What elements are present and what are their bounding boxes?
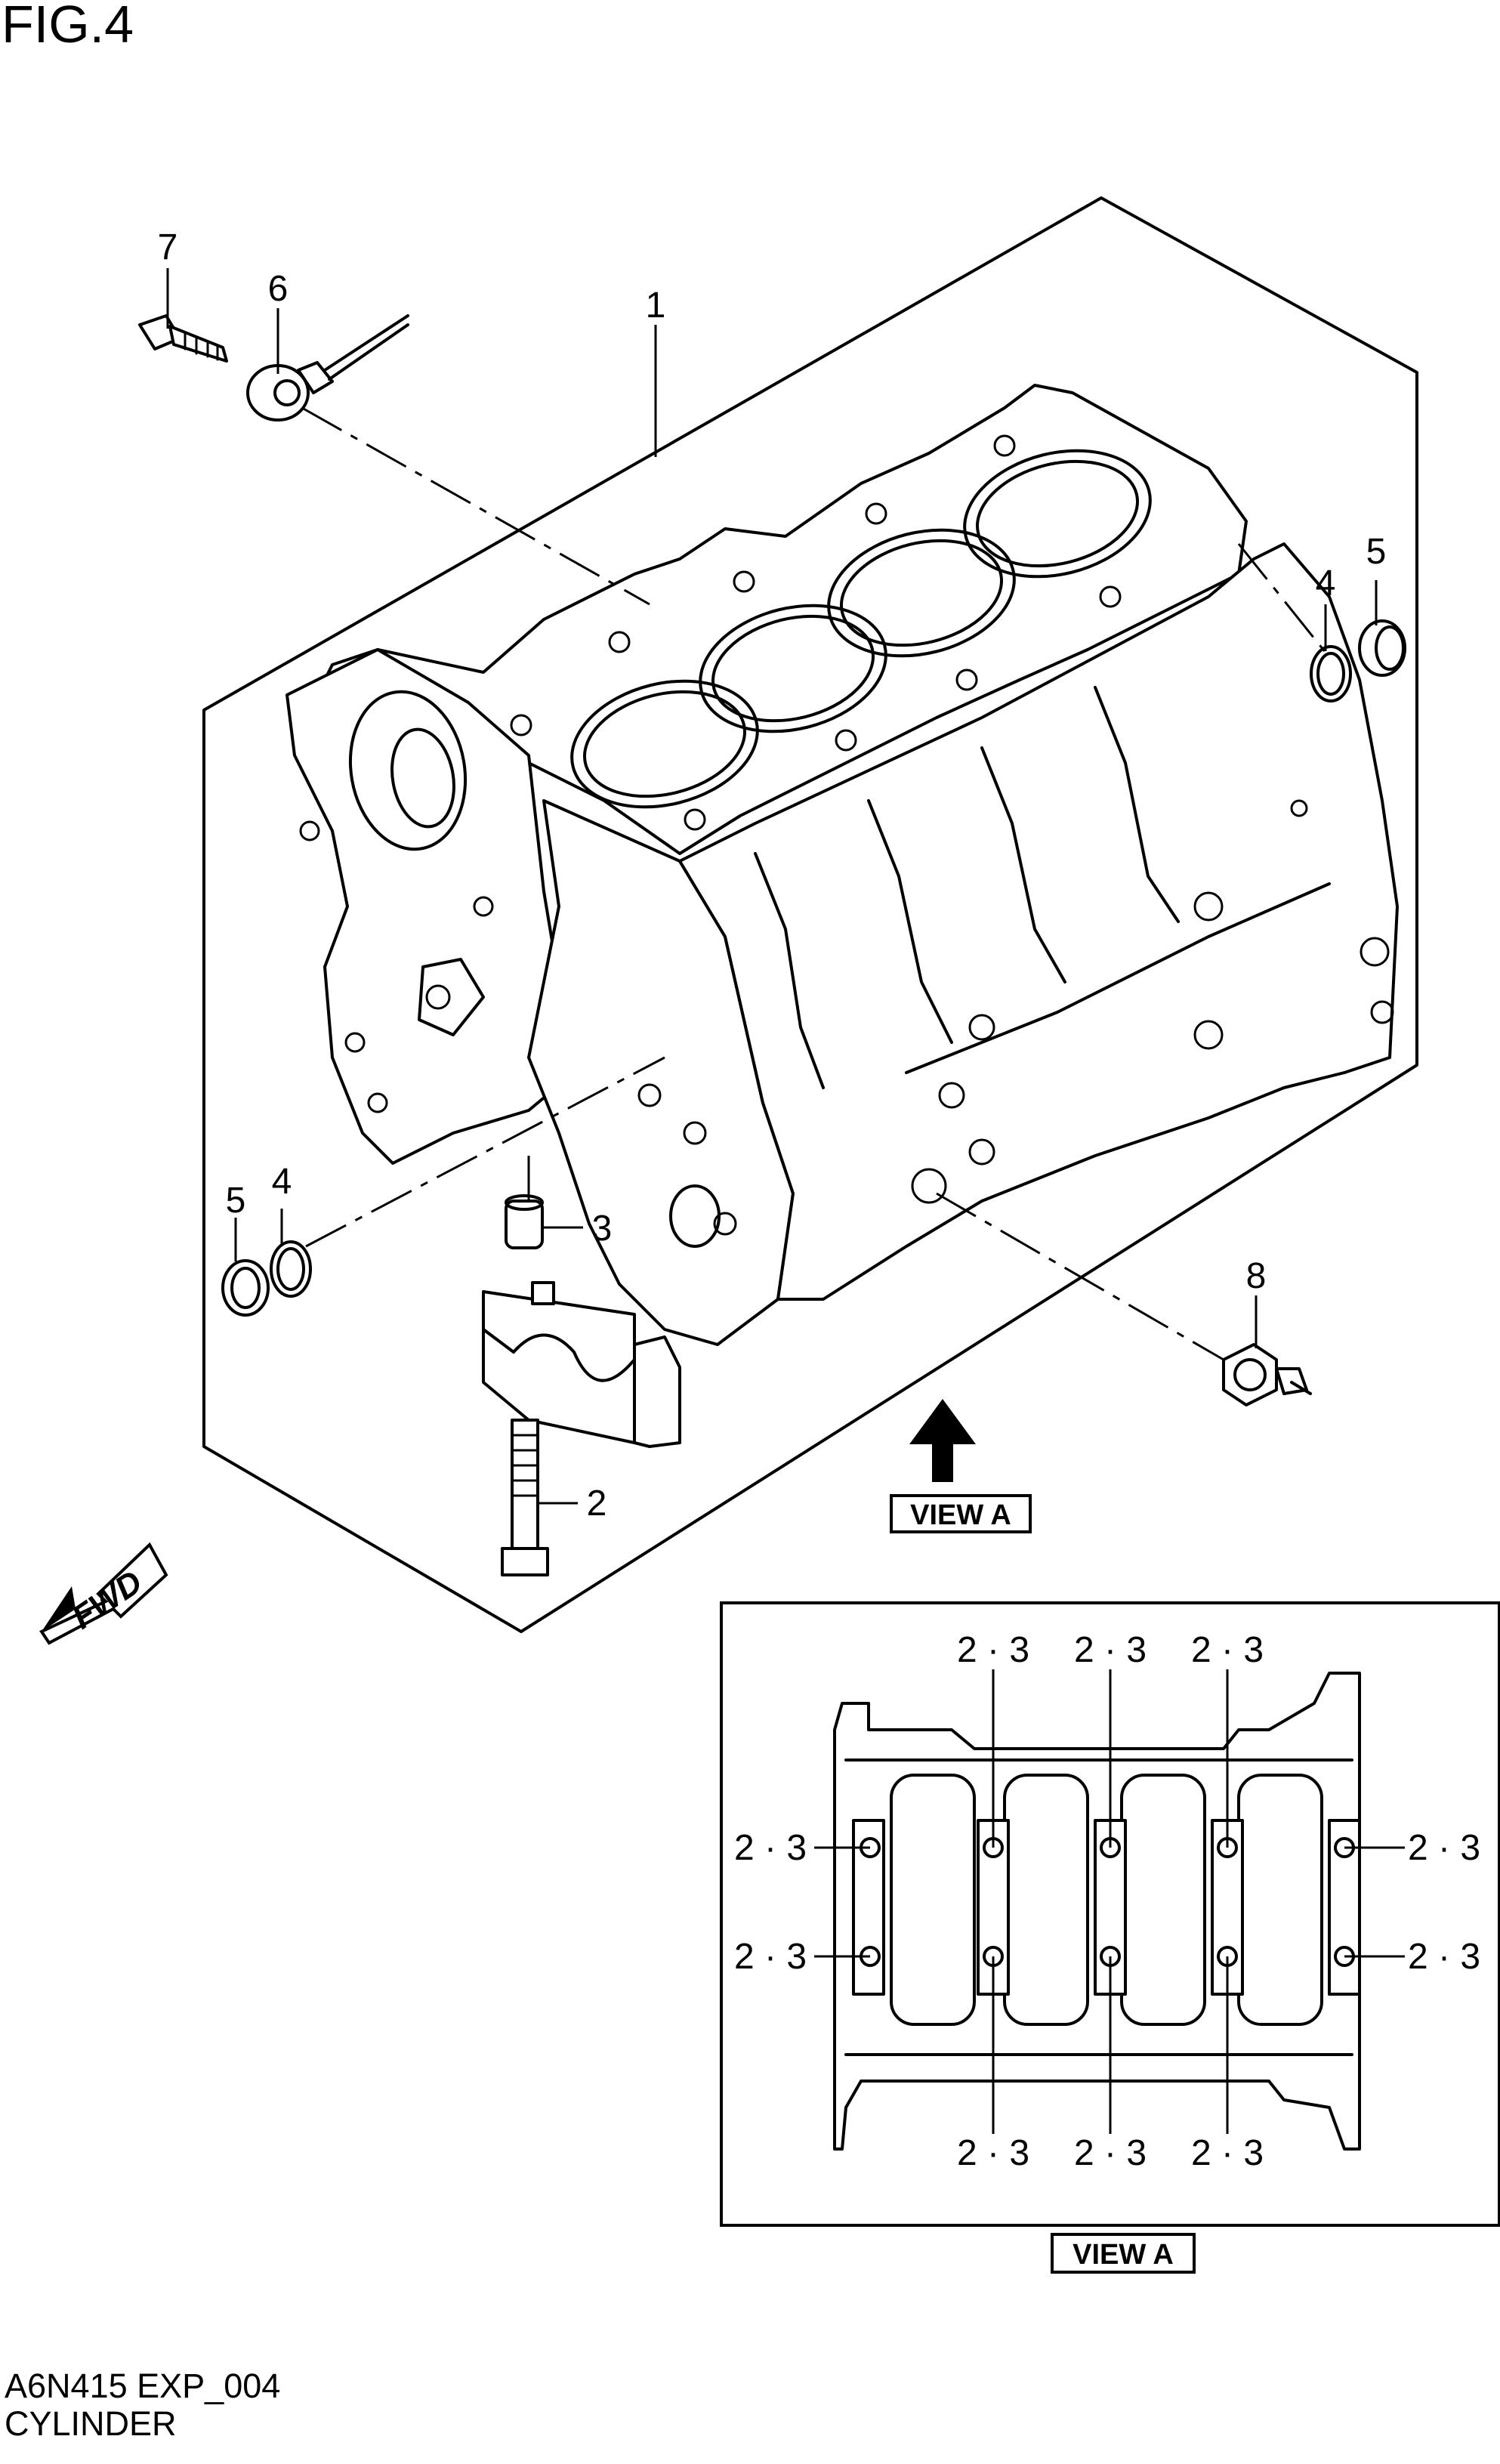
knock-sensor-6 (246, 314, 409, 421)
cap-bolt-2 (501, 1419, 549, 1576)
callout-4-right: 4 (1316, 564, 1336, 604)
callout-1: 1 (646, 286, 666, 326)
callout-3: 3 (592, 1209, 613, 1249)
block-group-frame (202, 196, 1418, 1633)
assembly-line-5-right (1237, 543, 1331, 658)
plug-5-right (1358, 619, 1406, 677)
view-a-callout-bottom-3: 2 · 3 (1191, 2133, 1264, 2173)
view-a-callout-right-upper: 2 · 3 (1408, 1828, 1480, 1868)
assembly-line-6 (301, 406, 650, 606)
view-a-text-upper: VIEW A (910, 1499, 1011, 1531)
view-a-arrow (909, 1399, 976, 1482)
view-a-callout-top-1: 2 · 3 (957, 1630, 1029, 1670)
callout-6: 6 (268, 269, 289, 309)
assembly-line-4-left (305, 1056, 665, 1248)
view-a-callout-bottom-2: 2 · 3 (1074, 2133, 1147, 2173)
callout-4-left: 4 (272, 1162, 292, 1202)
fwd-arrow: FWD (39, 1542, 168, 1645)
view-a-inset: 2 · 3 2 · 3 2 · 3 2 · 3 2 · 3 2 · 3 2 · … (720, 1601, 1500, 2227)
plug-5-left (221, 1259, 270, 1317)
view-a-callout-top-2: 2 · 3 (1074, 1630, 1147, 1670)
view-a-callout-left-lower: 2 · 3 (734, 1937, 807, 1977)
callout-5-right: 5 (1366, 532, 1387, 572)
callout-8: 8 (1246, 1256, 1267, 1296)
dowel-pin-3 (505, 1194, 544, 1249)
view-a-text-lower: VIEW A (1073, 2239, 1174, 2271)
o-ring-4-right (1310, 645, 1352, 702)
assembly-line-8 (936, 1192, 1224, 1361)
view-a-callout-top-3: 2 · 3 (1191, 1630, 1264, 1670)
o-ring-4-left (270, 1240, 312, 1298)
bolt-7 (138, 314, 228, 363)
view-a-label-lower: VIEW A (1051, 2233, 1196, 2274)
oil-pressure-switch-8 (1222, 1343, 1312, 1406)
cylinder-block (285, 384, 1399, 1346)
callout-2: 2 (587, 1484, 607, 1524)
diagram-code: A6N415 EXP_004 (5, 2367, 281, 2405)
callout-7: 7 (158, 227, 178, 267)
diagram-name: CYLINDER (5, 2404, 177, 2443)
bearing-cap (482, 1281, 681, 1448)
callout-5-left: 5 (226, 1181, 246, 1221)
figure-title: FIG.4 (2, 0, 134, 54)
view-a-label-upper: VIEW A (890, 1494, 1032, 1533)
view-a-callout-right-lower: 2 · 3 (1408, 1937, 1480, 1977)
view-a-callout-bottom-1: 2 · 3 (957, 2133, 1029, 2173)
view-a-callout-left-upper: 2 · 3 (734, 1828, 807, 1868)
